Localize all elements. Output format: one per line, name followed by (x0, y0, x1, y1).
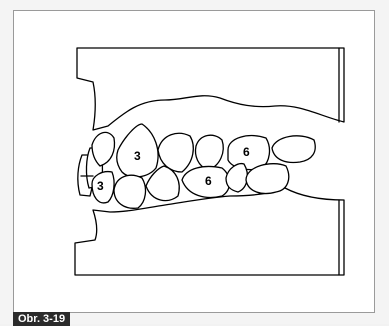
lower-second-molar-front (226, 164, 247, 192)
upper-jaw (77, 48, 344, 130)
upper-lateral-incisor (92, 132, 114, 166)
label-lower-first-molar: 6 (205, 174, 212, 188)
label-lower-canine: 3 (97, 179, 104, 193)
lower-jaw (75, 188, 344, 275)
lower-canine (114, 175, 145, 208)
upper-second-molar (272, 136, 315, 163)
label-upper-first-molar: 6 (243, 145, 250, 159)
upper-premolar-2 (196, 135, 224, 170)
label-upper-canine: 3 (134, 149, 141, 163)
